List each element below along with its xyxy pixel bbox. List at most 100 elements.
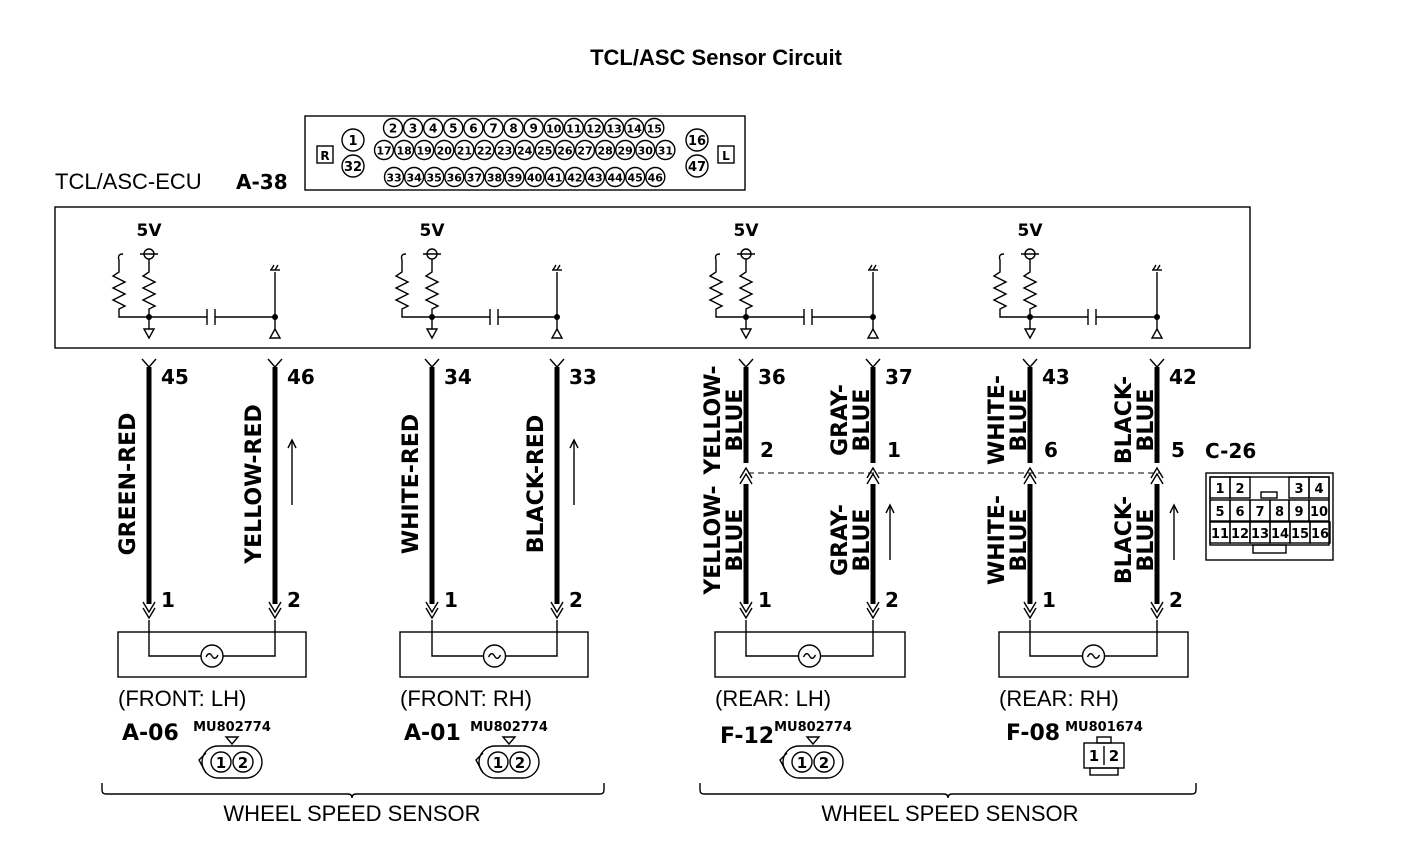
connector-part-number: MU802774 — [470, 720, 548, 735]
sensor-box — [399, 631, 589, 678]
ecu-pin-14: 14 — [627, 123, 643, 136]
sensor-coil-icon — [1081, 644, 1106, 668]
ecu-pin-circle — [434, 139, 455, 161]
ecu-pin-41: 41 — [547, 172, 562, 185]
ecu-pin-12: 12 — [586, 123, 601, 136]
c26-pin-number: 1 — [887, 438, 901, 462]
ecu-pin-21: 21 — [457, 145, 472, 158]
c26-pin: 14 — [1271, 527, 1289, 542]
ecu-pin-43: 43 — [587, 172, 602, 185]
ecu-box — [54, 206, 1251, 349]
c26-pin: 9 — [1294, 505, 1303, 520]
ecu-pin-13: 13 — [606, 123, 621, 136]
ecu-sensor-input-circuit: 5V — [111, 221, 282, 340]
sensor-pin-number: 1 — [1042, 588, 1056, 612]
connector-pin: 2 — [238, 754, 248, 772]
ecu-pin-circle — [604, 166, 626, 188]
ecu-pin-28: 28 — [597, 145, 612, 158]
connector-face — [478, 745, 540, 779]
ecu-pin-circle — [544, 166, 565, 188]
ecu-pin-26: 26 — [557, 145, 573, 158]
c26-pin: 15 — [1291, 527, 1309, 542]
ecu-pin-circle — [564, 166, 586, 188]
c26-pin: 7 — [1255, 505, 1264, 520]
ecu-pin-number: 34 — [444, 365, 472, 389]
ecu-pin-37: 37 — [467, 172, 482, 185]
ecu-pin-2: 2 — [389, 122, 397, 136]
wire-color-label: GRAY-BLUE — [828, 504, 875, 576]
ecu-pin-circle — [574, 139, 596, 161]
wire-color-label: WHITE-BLUE — [985, 495, 1032, 585]
c26-pin: 11 — [1211, 527, 1229, 542]
supply-5v-label: 5V — [734, 221, 760, 241]
ecu-pin-number: 37 — [885, 365, 913, 389]
ecu-pin-20: 20 — [437, 145, 453, 158]
ecu-pin-circle — [382, 117, 404, 139]
ecu-sensor-input-circuit: 5V — [394, 221, 564, 340]
c26-pin: 8 — [1275, 505, 1284, 520]
ecu-pin-23: 23 — [497, 145, 512, 158]
connector-pin: 2 — [1109, 747, 1119, 765]
sensor-pin-number: 1 — [444, 588, 458, 612]
ecu-pin-36: 36 — [447, 172, 463, 185]
connector-part-number: MU802774 — [774, 720, 852, 735]
ecu-pin-33: 33 — [386, 172, 401, 185]
ecu-pin-circle — [454, 139, 475, 161]
ecu-pin-25: 25 — [537, 145, 552, 158]
ecu-pin-35: 35 — [427, 172, 442, 185]
ecu-pin-42: 42 — [567, 172, 582, 185]
front-wheel-speed-sensor-label: WHEEL SPEED SENSOR — [223, 801, 480, 826]
ecu-pin-circle — [402, 117, 424, 139]
ecu-pin-circle — [514, 139, 535, 161]
ecu-pin-circle — [524, 166, 545, 188]
ecu-pin-6: 6 — [469, 122, 477, 136]
wire-color-label: WHITE-BLUE — [985, 375, 1032, 465]
sensor-position-label: (REAR: LH) — [715, 686, 831, 711]
ecu-pin-circle — [483, 117, 504, 139]
ecu-pin-11: 11 — [566, 123, 581, 136]
sensor-wiring-group: 436WHITE-BLUEWHITE-BLUE1425BLACK-BLUEBLA… — [985, 358, 1197, 620]
ecu-pin-circle — [474, 139, 495, 161]
connector-pin: 1 — [797, 754, 807, 772]
wire-color-label: YELLOW-BLUE — [701, 485, 748, 595]
connector-pin: 1 — [1089, 747, 1099, 765]
sensor-pin-number: 1 — [758, 588, 772, 612]
ecu-pin-number: 46 — [287, 365, 315, 389]
c26-pin-number: 5 — [1171, 438, 1185, 462]
connector-pin: 1 — [493, 754, 503, 772]
ecu-pin-circle — [624, 117, 645, 139]
c26-pin: 13 — [1251, 527, 1269, 542]
sensor-pin-number: 1 — [161, 588, 175, 612]
ecu-connector-side-l: L — [722, 149, 730, 163]
ecu-pin-30: 30 — [638, 145, 654, 158]
ecu-name: TCL/ASC-ECU — [55, 169, 202, 194]
sensor-coil-icon — [200, 644, 224, 668]
sensor-pin-number: 2 — [569, 588, 583, 612]
ecu-pin-15: 15 — [647, 123, 662, 136]
ecu-pin-circle — [603, 117, 625, 139]
ecu-pin-8: 8 — [509, 122, 517, 136]
ecu-pin-number: 45 — [161, 365, 189, 389]
c26-pin-number: 2 — [760, 438, 774, 462]
ecu-sensor-input-circuit: 5V — [708, 221, 880, 340]
ecu-pin-circle — [494, 139, 515, 161]
supply-5v-label: 5V — [1018, 221, 1044, 241]
ecu-pin-44: 44 — [607, 172, 623, 185]
ecu-pin-circle — [594, 139, 616, 161]
supply-5v-label: 5V — [420, 221, 446, 241]
ecu-pin-circle — [463, 117, 484, 139]
ecu-pin-40: 40 — [527, 172, 543, 185]
ecu-pin-31: 31 — [658, 145, 673, 158]
connector-pin: 2 — [515, 754, 525, 772]
ecu-connector-side-r: R — [320, 149, 329, 163]
ecu-pin-circle — [424, 166, 445, 188]
c26-pin: 10 — [1310, 505, 1328, 520]
wire-color-label: BLACK-BLUE — [1112, 376, 1159, 464]
ecu-pin-17: 17 — [376, 145, 391, 158]
